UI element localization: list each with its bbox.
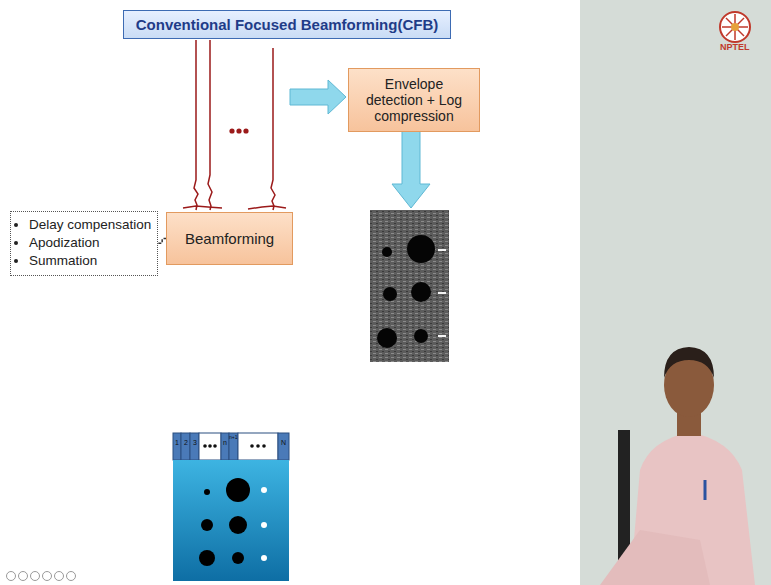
illustration-part bbox=[203, 444, 266, 448]
bullet-list-box: Delay compensationApodizationSummation bbox=[10, 211, 158, 276]
box-text: Envelope detection + Log compression bbox=[359, 76, 469, 124]
illustration-part bbox=[290, 80, 346, 114]
illustration-part bbox=[181, 433, 190, 460]
illustration-part bbox=[173, 433, 289, 460]
illustration-part bbox=[664, 347, 714, 378]
illustration-part bbox=[726, 18, 744, 36]
illustration-part bbox=[580, 0, 771, 585]
element-number: 2 bbox=[184, 439, 188, 446]
element-number: 3 bbox=[193, 439, 197, 446]
illustration-part bbox=[229, 433, 238, 460]
illustration-part bbox=[248, 206, 286, 209]
illustration-part bbox=[194, 40, 198, 210]
illustration-part bbox=[278, 433, 289, 460]
illustration-part bbox=[704, 480, 707, 500]
logo-text: NPTEL bbox=[720, 42, 750, 52]
illustration-part bbox=[204, 489, 210, 495]
title-box: Conventional Focused Beamforming(CFB) bbox=[123, 10, 452, 39]
illustration-part bbox=[199, 433, 221, 460]
illustration-part bbox=[438, 250, 446, 336]
illustration-part bbox=[229, 128, 234, 133]
illustration-part bbox=[262, 444, 266, 448]
illustration-part bbox=[203, 444, 207, 448]
illustration-part bbox=[7, 572, 16, 581]
process-box: Beamforming bbox=[166, 212, 293, 265]
element-number: n+1 bbox=[229, 435, 237, 440]
illustration-part bbox=[226, 478, 250, 502]
illustration-part bbox=[236, 128, 241, 133]
illustration-part bbox=[438, 335, 446, 337]
element-number: 1 bbox=[175, 439, 179, 446]
illustration-part bbox=[238, 433, 278, 460]
illustration-part bbox=[271, 48, 275, 210]
illustration-part bbox=[261, 555, 267, 561]
process-box: Envelope detection + Log compression bbox=[348, 68, 480, 132]
illustration-part bbox=[201, 519, 213, 531]
illustration-part bbox=[731, 23, 739, 31]
illustration-part bbox=[726, 18, 744, 36]
illustration-part bbox=[183, 40, 286, 210]
illustration-part bbox=[7, 572, 76, 581]
bullet-list: Delay compensationApodizationSummation bbox=[13, 216, 151, 271]
dashed-connector bbox=[158, 239, 166, 244]
illustration-part bbox=[411, 282, 431, 302]
illustration-part bbox=[261, 487, 267, 493]
title-text: Conventional Focused Beamforming(CFB) bbox=[136, 16, 439, 33]
illustration-part bbox=[377, 235, 435, 348]
bullet-item: Summation bbox=[29, 252, 151, 270]
illustration-part bbox=[173, 460, 289, 581]
illustration-part bbox=[173, 433, 181, 460]
element-number: n bbox=[223, 439, 227, 446]
illustration-part bbox=[392, 127, 430, 208]
illustration-part bbox=[722, 14, 748, 40]
illustration-part bbox=[438, 249, 446, 251]
illustration-part bbox=[720, 12, 750, 42]
illustration-part bbox=[208, 40, 212, 210]
illustration-part bbox=[377, 328, 397, 348]
illustration-part bbox=[383, 287, 397, 301]
bullet-item: Apodization bbox=[29, 234, 151, 252]
illustration-part bbox=[229, 516, 247, 534]
illustration-part bbox=[31, 572, 40, 581]
illustration-part bbox=[183, 206, 222, 208]
illustration-part bbox=[243, 128, 248, 133]
illustration-part bbox=[261, 522, 267, 528]
illustration-part bbox=[43, 572, 52, 581]
illustration-part bbox=[600, 530, 710, 585]
illustration-part bbox=[67, 572, 76, 581]
illustration-part bbox=[221, 433, 229, 460]
illustration-part bbox=[414, 329, 428, 343]
element-number: N bbox=[281, 439, 286, 446]
illustration-part bbox=[232, 552, 244, 564]
illustration-part bbox=[55, 572, 64, 581]
illustration-part bbox=[261, 487, 267, 561]
illustration-part bbox=[407, 235, 435, 263]
illustration-part bbox=[199, 550, 215, 566]
illustration-part bbox=[213, 444, 217, 448]
illustration-part bbox=[19, 572, 28, 581]
illustration-part bbox=[370, 210, 449, 362]
box-text: Beamforming bbox=[185, 230, 274, 247]
illustration-part bbox=[199, 478, 250, 566]
illustration-part bbox=[208, 444, 212, 448]
bullet-item: Delay compensation bbox=[29, 216, 151, 234]
illustration-part bbox=[382, 247, 392, 257]
illustration-part bbox=[438, 292, 446, 294]
illustration-part bbox=[190, 433, 199, 460]
illustration-part bbox=[256, 444, 260, 448]
illustration-part bbox=[250, 444, 254, 448]
